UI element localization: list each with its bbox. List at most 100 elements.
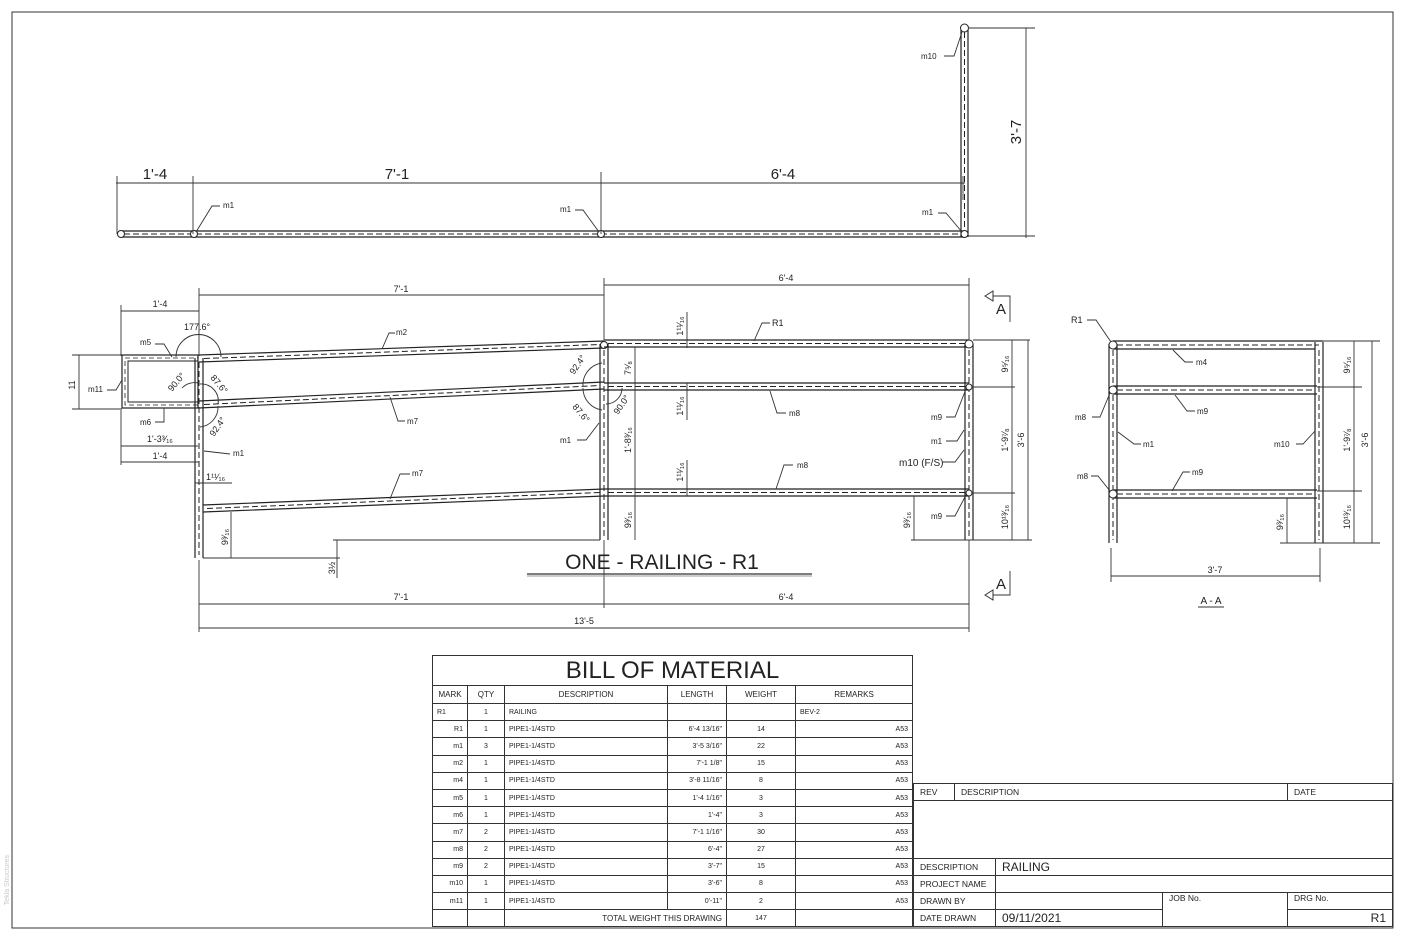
label-m4: m4 [1196, 358, 1208, 367]
label-m1: m1 [233, 449, 245, 458]
section-marker-bottom: A [984, 571, 1011, 601]
angle-label: 90.0° [166, 370, 187, 393]
elev-dim: 6'-4 [779, 592, 794, 602]
label-m9: m9 [931, 413, 943, 422]
project-name-value [995, 875, 1393, 893]
drawn-by-label: DRAWN BY [913, 892, 996, 910]
label-m9: m9 [931, 512, 943, 521]
label-R1: R1 [1071, 315, 1083, 325]
angle-label: 92.4° [207, 415, 228, 438]
angle-label: 87.6° [208, 373, 229, 396]
bom-assembly-row: R1 1 RAILING BEV-2 [432, 702, 913, 722]
project-name-label: PROJECT NAME [913, 875, 996, 893]
elev-dim: 1¹¹⁄₁₆ [675, 396, 685, 416]
bom-title: BILL OF MATERIAL [432, 655, 913, 686]
elev-dim: 10¹³⁄₁₆ [1000, 505, 1010, 530]
bom-total-row: TOTAL WEIGHT THIS DRAWING 147 [432, 909, 913, 928]
elev-dim: 1'-8³⁄₁₆ [623, 427, 633, 453]
watermark: Tekla Structures [4, 855, 11, 906]
rev-header: REV [913, 783, 955, 801]
label-m9: m9 [1192, 468, 1204, 477]
elev-dim: 1¹¹⁄₁₆ [675, 462, 685, 482]
bom-header-row: MARK QTY DESCRIPTION LENGTH WEIGHT REMAR… [432, 685, 913, 704]
bom-header-weight: WEIGHT [726, 685, 796, 704]
label-m8: m8 [789, 409, 801, 418]
elev-dim: 7⁵⁄₈ [623, 361, 633, 375]
label-m1: m1 [560, 436, 572, 445]
date-drawn-value: 09/11/2021 [995, 909, 1163, 927]
date-drawn-label: DATE DRAWN [913, 909, 996, 927]
elev-dim: 7'-1 [394, 284, 409, 294]
svg-text:A: A [996, 576, 1006, 593]
plan-dim-3: 6'-4 [771, 166, 796, 183]
description-value: RAILING [995, 858, 1393, 876]
label-m10: m10 [1274, 440, 1290, 449]
elev-dim-overall: 13'-5 [574, 616, 594, 626]
section-dim: 9⁵⁄₁₆ [1342, 356, 1352, 373]
elev-dim: 9³⁄₁₆ [902, 512, 912, 529]
label-m8: m8 [1075, 413, 1087, 422]
label-m7: m7 [412, 469, 424, 478]
date-header: DATE [1287, 783, 1393, 801]
label-m1: m1 [223, 201, 235, 210]
bom-header-remarks: REMARKS [795, 685, 913, 704]
angle-label: 87.6° [570, 402, 591, 425]
plan-dim-2: 7'-1 [385, 166, 410, 183]
elev-dim: 9³⁄₁₆ [623, 512, 633, 529]
elevation-title: ONE - RAILING - R1 [565, 551, 759, 574]
elevation-view: 177.6° 90.0° 87.6° 92.4° 92.4° 87.6° 90.… [67, 273, 1032, 632]
section-marker-top: A [984, 290, 1011, 322]
angle-label: 92.4° [567, 353, 588, 376]
elev-dim: 3½ [327, 561, 337, 574]
bom-header-mark: MARK [432, 685, 468, 704]
section-dim: 10¹³⁄₁₆ [1342, 505, 1352, 530]
elev-dim: 1'-3³⁄₁₆ [147, 434, 173, 444]
elev-dim: 6'-4 [779, 273, 794, 283]
bom-total-weight: 147 [726, 909, 796, 928]
elev-dim: 1'-4 [153, 451, 168, 461]
section-title: A - A [1200, 596, 1221, 607]
elev-dim: 7'-1 [394, 592, 409, 602]
bom-total-label: TOTAL WEIGHT THIS DRAWING [504, 909, 727, 928]
elev-dim: 3'-6 [1016, 433, 1026, 448]
title-block: REV DESCRIPTION DATE DESCRIPTION RAILING… [913, 783, 1393, 927]
plan-dim-vertical: 3'-7 [1008, 120, 1025, 145]
label-m1: m1 [931, 437, 943, 446]
label-m11: m11 [88, 385, 104, 394]
section-dim-width: 3'-7 [1208, 565, 1223, 575]
elev-dim: 1'-4 [153, 299, 168, 309]
label-m10: m10 [921, 52, 937, 61]
plan-view: 1'-4 7'-1 6'-4 3'-7 m1 m1 m1 m10 [116, 23, 1035, 238]
bom-header-description: DESCRIPTION [504, 685, 668, 704]
section-view: 9⁵⁄₁₆ 1'-9⁷⁄₈ 10¹³⁄₁₆ 3'-6 9³⁄₁₆ 3'-7 A … [1071, 315, 1380, 608]
job-no-label: JOB No. [1162, 892, 1288, 927]
section-dim: 9³⁄₁₆ [1275, 514, 1285, 531]
revision-area [913, 800, 1393, 859]
label-m9: m9 [1197, 407, 1209, 416]
label-m6: m6 [140, 418, 152, 427]
drg-no-label: DRG No. [1287, 892, 1393, 910]
label-m5: m5 [140, 338, 152, 347]
elev-dim: 9⁵⁄₁₆ [1000, 355, 1010, 372]
label-m10-fs: m10 (F/S) [899, 458, 943, 469]
bom-header-qty: QTY [467, 685, 505, 704]
bom-header-length: LENGTH [667, 685, 727, 704]
section-dim: 1'-9⁷⁄₈ [1342, 428, 1352, 451]
label-m1: m1 [560, 205, 572, 214]
elev-dim: 1'-9⁷⁄₈ [1000, 428, 1010, 451]
elev-dim: 1¹¹⁄₁₆ [675, 316, 685, 336]
elev-dim: 11 [67, 380, 77, 389]
label-m8: m8 [797, 461, 809, 470]
sheet-border [11, 11, 1394, 929]
